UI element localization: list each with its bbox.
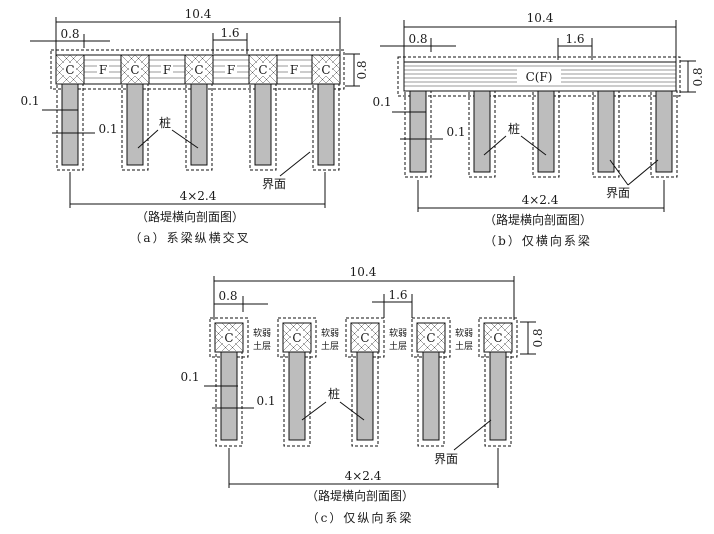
section-label-b: （路堤横向剖面图）	[484, 212, 592, 227]
cap-letter-a-1: C	[65, 63, 74, 77]
fill-letter-a-2: F	[163, 63, 171, 77]
dim-cap-height-b: 0.8	[691, 67, 705, 86]
section-label-c: （路堤横向剖面图）	[306, 488, 414, 503]
cap-letter-c-2: C	[292, 331, 301, 345]
interface-label-a: 界面	[262, 177, 286, 191]
svg-text:软弱: 软弱	[253, 327, 271, 339]
dim-total-width-c: 10.4	[350, 265, 377, 279]
dim-cap-width-b: 0.8	[408, 32, 427, 46]
cap-letter-c-3: C	[360, 331, 369, 345]
diagram-c: 10.4 0.8 1.6 0.8 C C C	[180, 265, 545, 525]
interface-label-c: 界面	[434, 452, 458, 466]
dim-offset-b-2: 0.1	[446, 125, 465, 139]
cap-letter-c-1: C	[224, 331, 233, 345]
cap-letter-c-5: C	[493, 331, 502, 345]
caption-c: （c）仅纵向系梁	[307, 510, 414, 525]
piles-a	[56, 83, 340, 171]
dim-pile-span-a: 4×2.4	[180, 189, 217, 203]
cap-c-1: C	[209, 317, 249, 358]
cap-letter-c-4: C	[426, 331, 435, 345]
interface-label-b: 界面	[606, 186, 630, 200]
dim-spacing-b: 1.6	[565, 32, 584, 46]
section-label-a: （路堤横向剖面图）	[136, 209, 244, 224]
soft-soil-labels: 软弱 土层 软弱 土层 软弱 土层 软弱 土层	[253, 327, 473, 352]
diagram-a: 10.4 0.8 1.6 0.8 C	[20, 7, 369, 245]
svg-text:软弱: 软弱	[455, 327, 473, 339]
dim-offset-c-2: 0.1	[256, 394, 275, 408]
dim-cap-height-a: 0.8	[355, 60, 369, 79]
pile-label-c: 桩	[328, 386, 340, 401]
cap-letter-a-5: C	[321, 63, 330, 77]
dim-cap-width-c: 0.8	[218, 289, 237, 303]
dim-offset-b-1: 0.1	[372, 95, 391, 109]
dim-total-width-a: 10.4	[185, 7, 212, 21]
dim-cap-height-c: 0.8	[531, 328, 545, 347]
svg-text:土层: 土层	[321, 340, 339, 352]
fill-letter-a-1: F	[99, 63, 107, 77]
fill-letter-a-3: F	[227, 63, 235, 77]
cap-c-3: C	[345, 317, 385, 358]
caption-b: （b）仅横向系梁	[484, 233, 592, 248]
dim-pile-span-b: 4×2.4	[522, 193, 559, 207]
cap-c-2: C	[277, 317, 317, 358]
dim-total-width-b: 10.4	[527, 11, 554, 25]
combined-label-b: C(F)	[526, 70, 553, 84]
dim-spacing-a: 1.6	[220, 26, 239, 40]
dim-offset-a-2: 0.1	[98, 122, 117, 136]
svg-text:软弱: 软弱	[389, 327, 407, 339]
dim-cap-width-a: 0.8	[60, 27, 79, 41]
fill-letter-a-4: F	[290, 63, 298, 77]
dim-offset-a-1: 0.1	[20, 94, 39, 108]
diagram-b: 10.4 0.8 1.6 0.8 C(F) 0.1 0.1	[372, 11, 705, 248]
cap-c-4: C	[411, 317, 451, 358]
cap-letter-a-2: C	[130, 63, 139, 77]
dim-spacing-c: 1.6	[388, 288, 407, 302]
svg-text:软弱: 软弱	[321, 327, 339, 339]
svg-text:土层: 土层	[455, 340, 473, 352]
pile-label-a: 桩	[159, 115, 171, 130]
svg-text:土层: 土层	[389, 340, 407, 352]
svg-text:土层: 土层	[253, 340, 271, 352]
dim-offset-c-1: 0.1	[180, 370, 199, 384]
piles-b	[404, 90, 678, 178]
cap-c-5: C	[478, 317, 518, 358]
caption-a: （a）系梁纵横交叉	[129, 230, 250, 245]
dim-pile-span-c: 4×2.4	[345, 469, 382, 483]
cap-letter-a-3: C	[194, 63, 203, 77]
pile-label-b: 桩	[508, 121, 520, 136]
cap-letter-a-4: C	[258, 63, 267, 77]
